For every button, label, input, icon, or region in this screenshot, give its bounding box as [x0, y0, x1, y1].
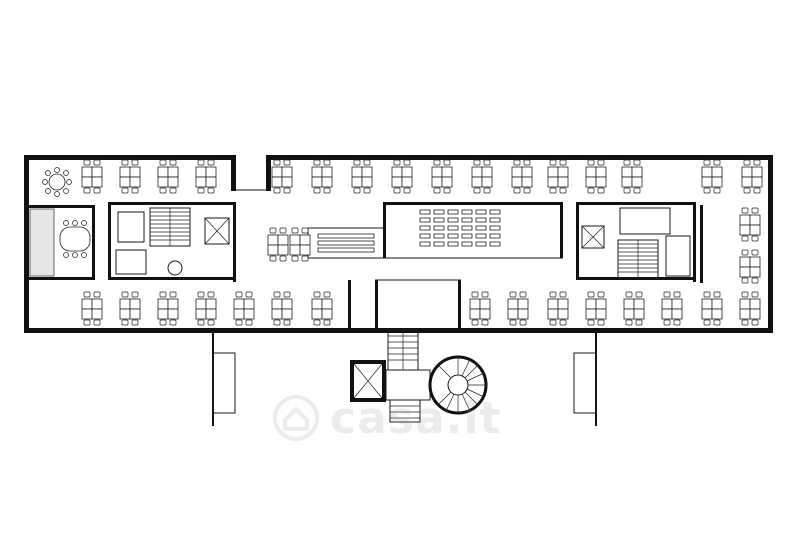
classroom-desk [433, 209, 445, 215]
classroom-desk [433, 225, 445, 231]
desk-cluster [621, 159, 643, 194]
classroom-desk [475, 241, 487, 247]
desk-cluster [351, 159, 373, 194]
desk-cluster [81, 291, 103, 326]
stairs-right [581, 207, 691, 279]
desk-cluster [233, 291, 255, 326]
desk-cluster [739, 291, 761, 326]
classroom-desk [419, 217, 431, 223]
desk-cluster [511, 159, 533, 194]
desk-cluster [311, 291, 333, 326]
desk-cluster [195, 159, 217, 194]
desk-cluster [547, 159, 569, 194]
desk-cluster [267, 227, 289, 262]
classroom-desk [461, 225, 473, 231]
stairs-left [115, 207, 230, 276]
desk-cluster [81, 159, 103, 194]
classroom-desk [475, 217, 487, 223]
desk-cluster [585, 159, 607, 194]
classroom-desk [447, 225, 459, 231]
workstation-desks [81, 159, 763, 326]
desk-cluster [701, 291, 723, 326]
classroom-desk [447, 209, 459, 215]
classroom-desk [433, 217, 445, 223]
classroom-desk [433, 241, 445, 247]
classroom-desk [317, 240, 375, 246]
desk-cluster [391, 159, 413, 194]
desk-cluster [701, 159, 723, 194]
desk-cluster [271, 291, 293, 326]
classroom-desk [317, 233, 375, 239]
desk-cluster [547, 291, 569, 326]
classroom-desk [475, 209, 487, 215]
classroom-desk [433, 233, 445, 239]
desk-cluster [157, 291, 179, 326]
round-table [42, 167, 72, 197]
desk-cluster [289, 227, 311, 262]
classroom-desk [447, 233, 459, 239]
classroom-desk [461, 209, 473, 215]
classroom-desk [489, 233, 501, 239]
desk-cluster [431, 159, 453, 194]
classroom-desk [447, 217, 459, 223]
classroom-desk [461, 233, 473, 239]
desk-cluster [471, 159, 493, 194]
classroom-desk [475, 233, 487, 239]
desk-cluster [739, 249, 761, 284]
desk-cluster [507, 291, 529, 326]
bridge-and-stair [350, 329, 488, 423]
desk-cluster [741, 159, 763, 194]
desk-cluster [311, 159, 333, 194]
classroom-desk [475, 225, 487, 231]
classroom-desk [419, 233, 431, 239]
classroom-desk [489, 209, 501, 215]
desk-cluster [469, 291, 491, 326]
desk-cluster [623, 291, 645, 326]
classroom-desk [461, 241, 473, 247]
desk-cluster [661, 291, 683, 326]
desk-cluster [195, 291, 217, 326]
classroom-desk [419, 225, 431, 231]
desk-cluster [157, 159, 179, 194]
classroom-desk [317, 247, 375, 253]
classroom-desk [489, 217, 501, 223]
desk-cluster [271, 159, 293, 194]
interior-walls [29, 202, 703, 328]
desk-cluster [119, 159, 141, 194]
training-room-seating [317, 209, 501, 253]
side-balconies [212, 333, 597, 426]
meeting-table [59, 220, 91, 258]
desk-cluster [739, 207, 761, 242]
classroom-desk [461, 217, 473, 223]
classroom-desk [419, 209, 431, 215]
classroom-desk [447, 241, 459, 247]
classroom-desk [489, 225, 501, 231]
desk-cluster [585, 291, 607, 326]
classroom-desk [489, 241, 501, 247]
desk-cluster [119, 291, 141, 326]
classroom-desk [419, 241, 431, 247]
